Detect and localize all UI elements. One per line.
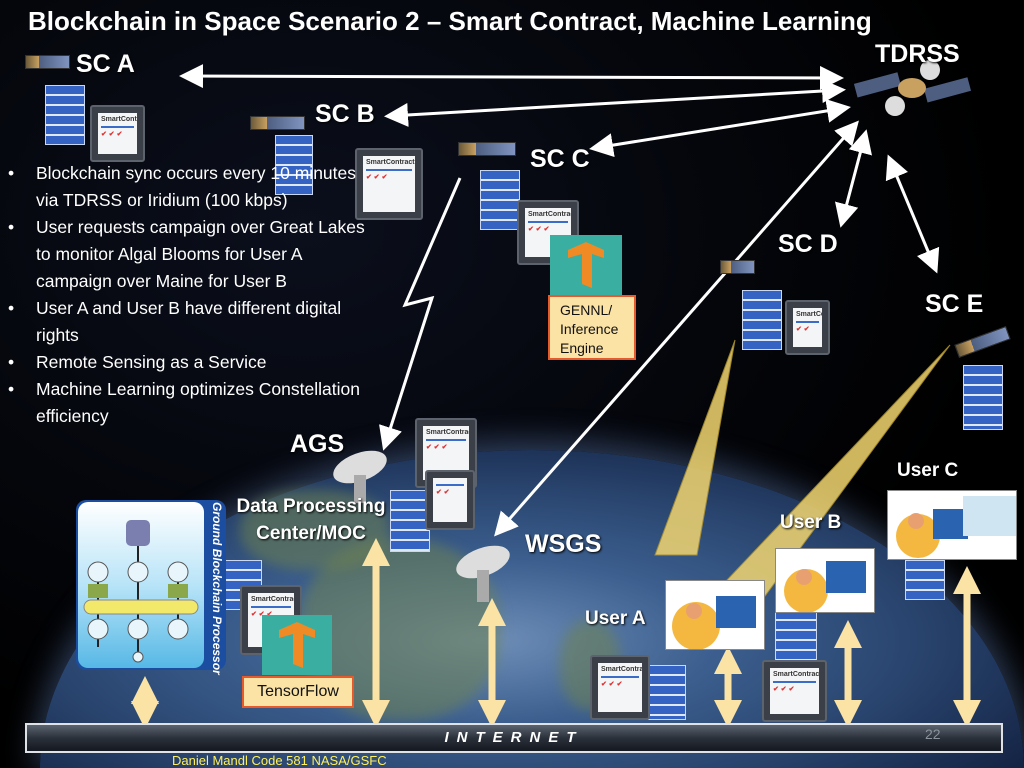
blockchain-ledger (390, 490, 430, 552)
link-tdrss-scd (834, 129, 873, 228)
smart-contract-text: SmartContract (366, 159, 415, 166)
bullet-item: User requests campaign over Great Lakes … (8, 214, 368, 295)
user-b-label: User B (780, 512, 842, 533)
tdrss-satellite-icon (853, 60, 972, 116)
tdrss-label: TDRSS (875, 40, 960, 68)
smart-contract-text: SmartContract (796, 311, 822, 318)
ags-label: AGS (290, 430, 345, 458)
smart-contract-text: SmartContract (528, 211, 571, 218)
internet-bar: INTERNET (25, 723, 1003, 753)
bullet-list: Blockchain sync occurs every 10 minutes … (8, 160, 368, 430)
footer-credit: Daniel Mandl Code 581 NASA/GSFC (172, 753, 387, 768)
ground-blockchain-processor: Ground Blockchain Processor (76, 500, 226, 675)
sc-c-label: SC C (530, 145, 590, 173)
gennl-inference-engine-box: GENNL/ Inference Engine (548, 295, 636, 360)
sc-e-label: SC E (925, 290, 984, 318)
sc-a-label: SC A (76, 50, 135, 78)
user-a-label: User A (585, 608, 646, 629)
sc-d-label: SC D (778, 230, 838, 258)
blockchain-ledger (648, 665, 686, 720)
smart-contract-text: SmartContract (251, 596, 294, 603)
link-scc-ags-lightning (379, 177, 462, 451)
tensorflow-label-box: TensorFlow (242, 676, 354, 708)
smart-contract-card: SmartContract✔ ✔ ✔ (90, 105, 145, 162)
smart-contract-text: SmartContract (101, 116, 137, 123)
blockchain-network-diagram (78, 502, 204, 668)
link-scb-tdrss (384, 79, 846, 127)
blockchain-ledger (480, 170, 520, 230)
tensorflow-logo-icon (550, 235, 622, 295)
user-b-workstation-icon (775, 548, 875, 613)
smart-contract-text: SmartContract (773, 671, 819, 678)
smart-contract-card: SmartContract✔ ✔ ✔ (762, 660, 827, 722)
blockchain-ledger (963, 365, 1003, 430)
satellite-icon (25, 55, 70, 69)
tensorflow-logo-icon (262, 615, 332, 675)
blockchain-ledger (905, 560, 945, 600)
data-processing-center-label: Data Processing Center/MOC (236, 496, 386, 544)
link-sca-tdrss (179, 64, 844, 90)
satellite-icon (458, 142, 516, 156)
bullet-item: Blockchain sync occurs every 10 minutes … (8, 160, 368, 214)
satellite-icon (250, 116, 305, 130)
bullet-item: Machine Learning optimizes Constellation… (8, 376, 368, 430)
bullet-item: Remote Sensing as a Service (8, 349, 368, 376)
smart-contract-card: SmartContract✔ ✔ ✔ (590, 655, 650, 720)
user-c-workstation-icon (887, 490, 1017, 560)
page-number: 22 (925, 726, 941, 742)
link-tdrss-wsgs (494, 120, 859, 537)
smart-contract-text: SmartContract (426, 429, 469, 436)
smart-contract-text: SmartContract (601, 666, 642, 673)
beam-scd (654, 339, 736, 556)
smart-contract-card: ✔ ✔ (425, 470, 475, 530)
sc-b-label: SC B (315, 100, 375, 128)
wsgs-dish-icon (456, 545, 510, 602)
ground-blockchain-processor-label: Ground Blockchain Processor (210, 502, 224, 675)
ags-dish-icon (333, 450, 387, 503)
user-a-workstation-icon (665, 580, 765, 650)
bullet-item: User A and User B have different digital… (8, 295, 368, 349)
slide-title: Blockchain in Space Scenario 2 – Smart C… (28, 6, 872, 36)
smart-contract-card: SmartContract✔ ✔ (785, 300, 830, 355)
user-c-label: User C (897, 460, 959, 481)
wsgs-label: WSGS (525, 530, 602, 558)
link-scc-tdrss (589, 98, 851, 158)
link-tdrss-sce (885, 154, 940, 274)
blockchain-ledger (742, 290, 782, 350)
satellite-icon (720, 260, 755, 274)
blockchain-ledger (45, 85, 85, 145)
